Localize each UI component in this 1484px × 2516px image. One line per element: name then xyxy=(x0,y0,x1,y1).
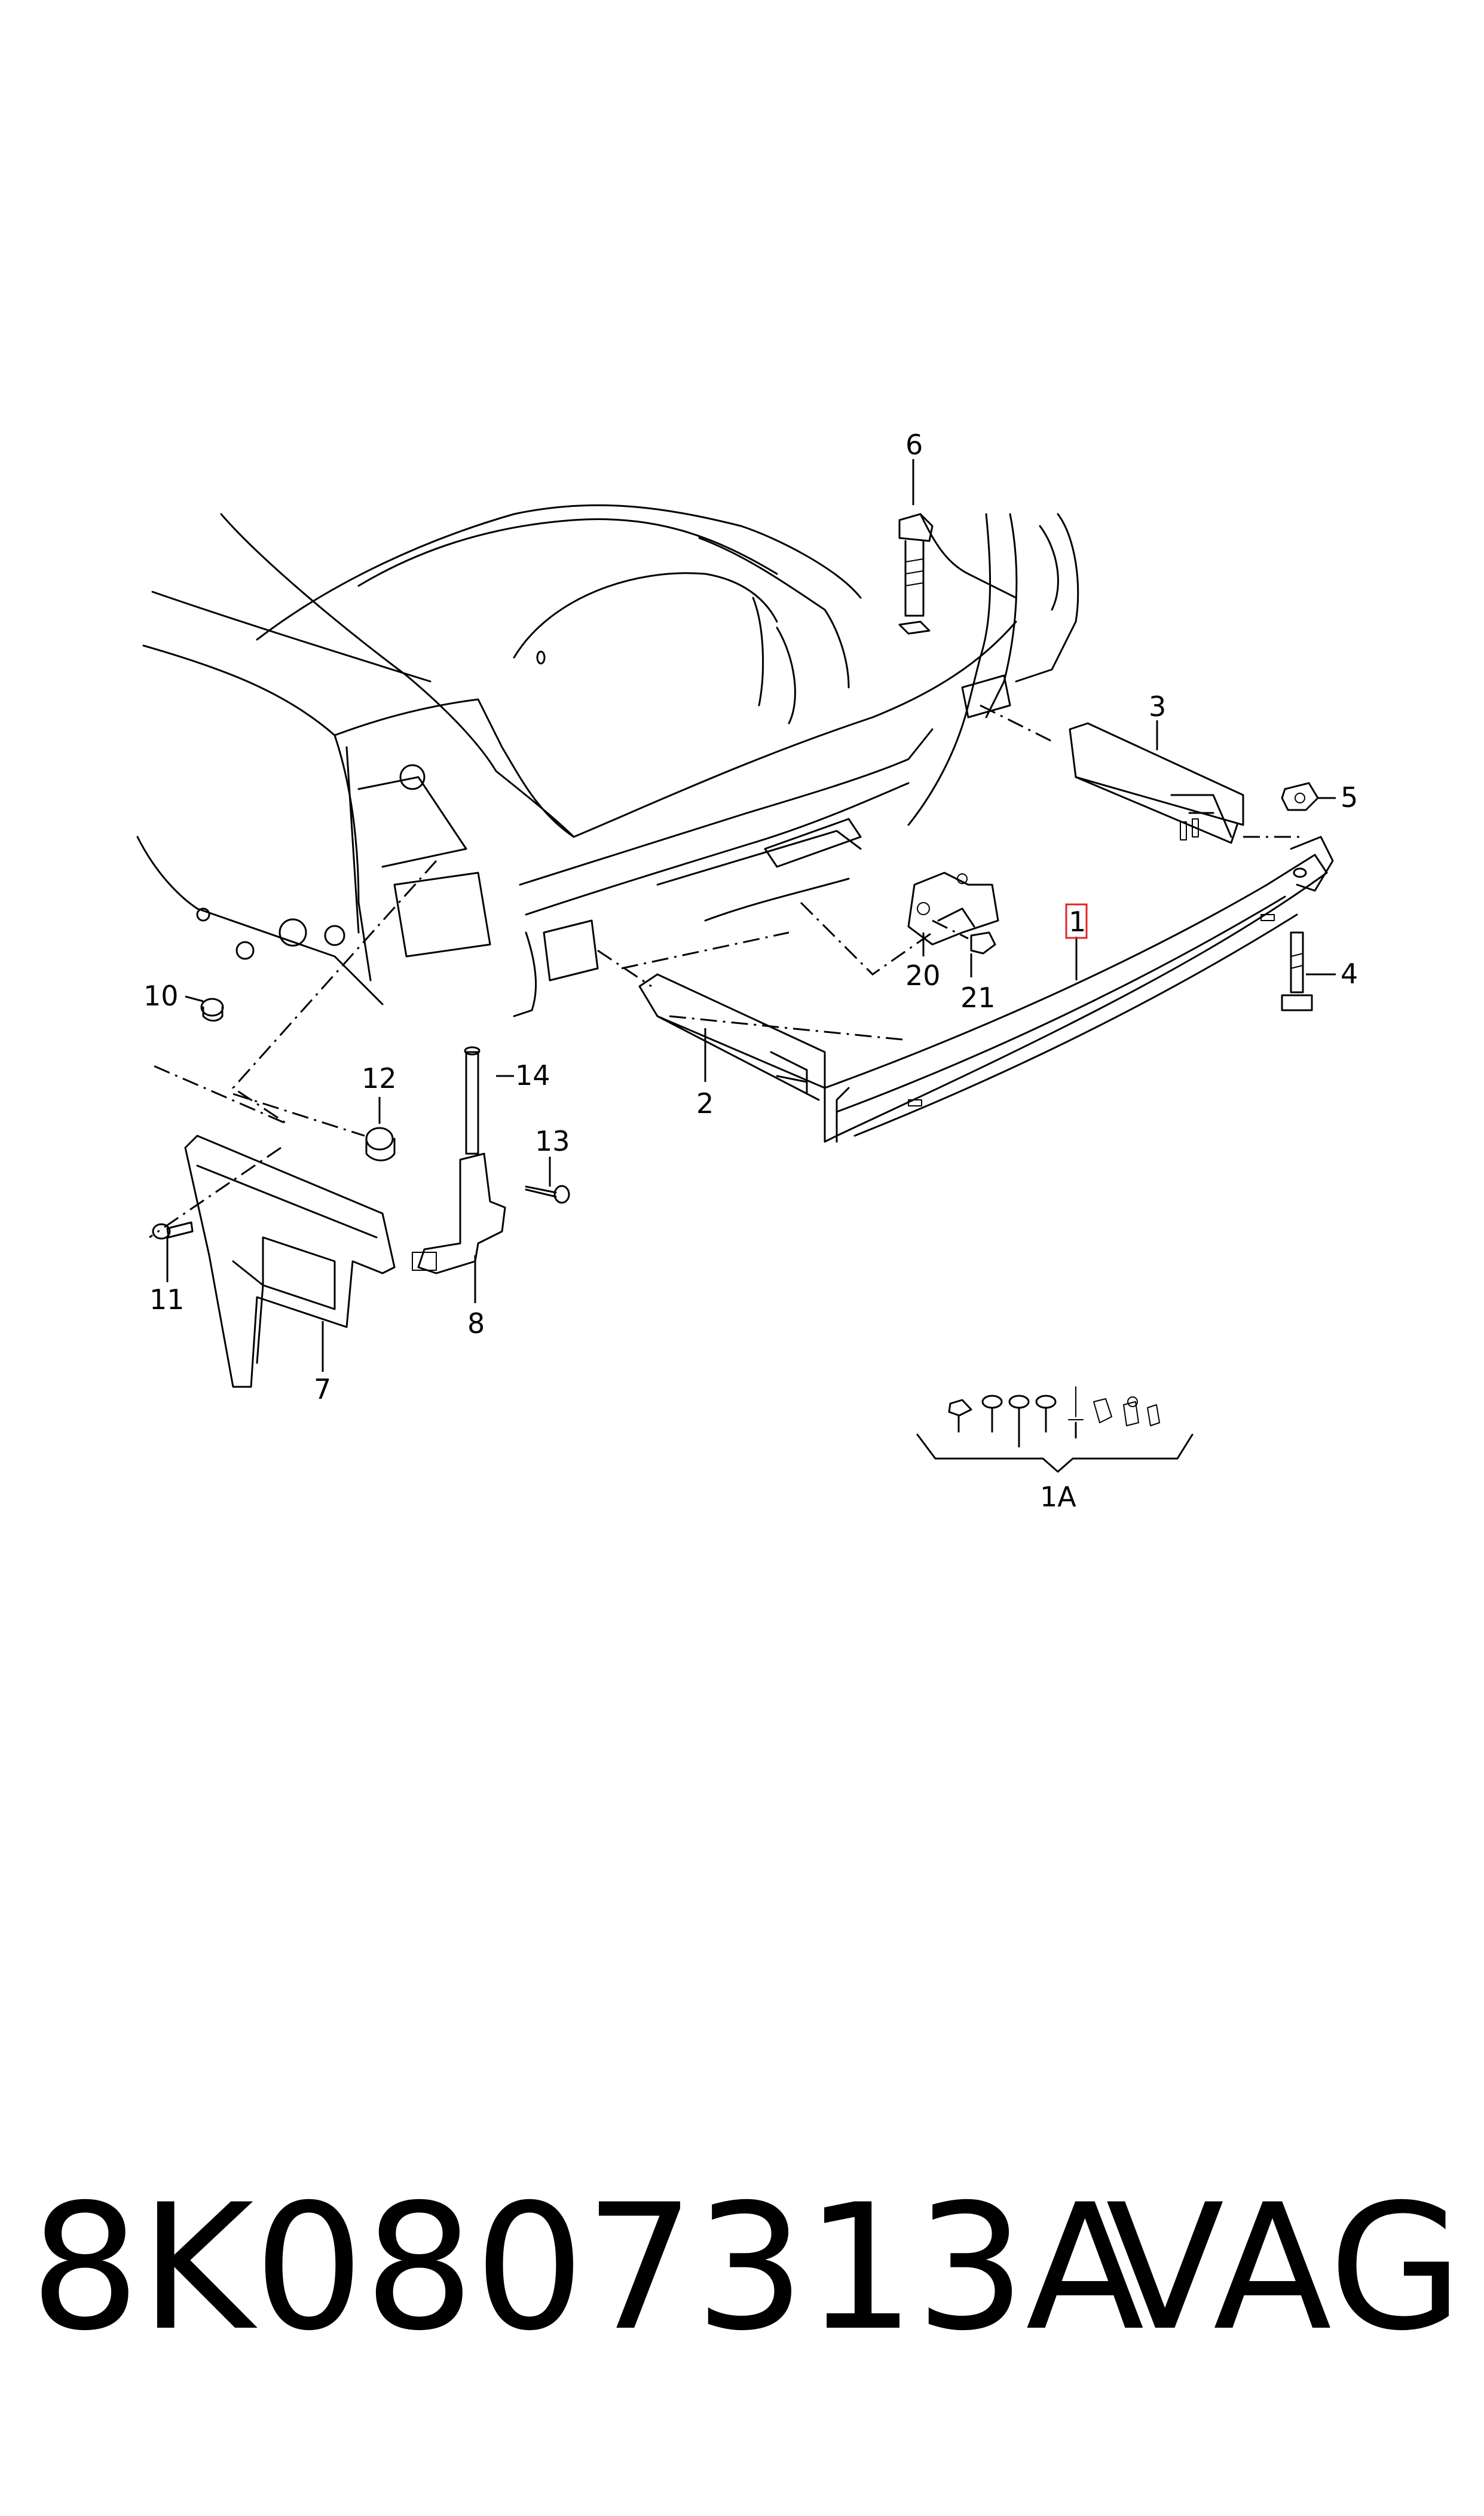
label-2: 2 xyxy=(696,1087,714,1120)
brand-name: VAG xyxy=(1106,2168,1463,2369)
screw-11 xyxy=(152,1221,194,1240)
nut-5 xyxy=(1281,782,1319,811)
label-14: 14 xyxy=(515,1059,550,1092)
label-8: 8 xyxy=(467,1307,485,1340)
stud-14 xyxy=(464,1046,481,1155)
leader-lines xyxy=(166,459,1336,1372)
label-10: 10 xyxy=(143,980,179,1012)
assembly-lines xyxy=(149,704,1303,1239)
label-5: 5 xyxy=(1341,781,1358,814)
label-4: 4 xyxy=(1341,958,1358,990)
label-1a: 1A xyxy=(1040,1481,1076,1513)
clip-10 xyxy=(200,998,224,1022)
label-20: 20 xyxy=(905,959,941,992)
part-number: 8K0807313A xyxy=(30,2168,1145,2369)
bolt-4 xyxy=(1281,931,1313,1011)
label-1-highlight xyxy=(1065,903,1088,939)
label-13: 13 xyxy=(535,1125,570,1157)
bracket-8 xyxy=(412,1152,506,1274)
label-12: 12 xyxy=(362,1062,397,1095)
label-6: 6 xyxy=(905,429,923,461)
label-21: 21 xyxy=(960,982,996,1014)
bumper-beam-1 xyxy=(824,836,1334,1143)
label-1: 1 xyxy=(1069,906,1086,938)
label-7: 7 xyxy=(314,1373,331,1405)
label-11: 11 xyxy=(149,1283,185,1316)
crash-box-2 xyxy=(638,973,826,1101)
spacer-12 xyxy=(365,1127,396,1161)
label-3: 3 xyxy=(1149,690,1166,723)
side-bracket-7 xyxy=(184,1135,396,1388)
car-body-rear xyxy=(136,504,1079,1017)
hardware-kit-1a xyxy=(916,1386,1194,1473)
bracket-20 xyxy=(907,872,999,946)
bolt-6 xyxy=(898,513,934,635)
screw-13 xyxy=(525,1185,570,1204)
crash-box-3 xyxy=(1069,722,1244,844)
nut-21 xyxy=(970,931,996,955)
